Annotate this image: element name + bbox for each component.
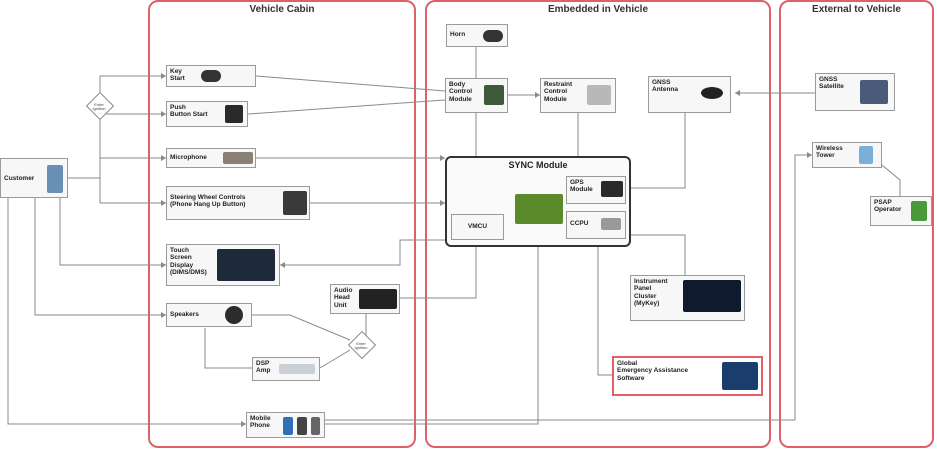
microphone-label: Microphone xyxy=(170,154,207,161)
gnss-satellite-label: GNSS Satellite xyxy=(819,76,844,91)
wireless-tower-box[interactable]: Wireless Tower xyxy=(812,142,882,168)
mobile-phone-icon-3 xyxy=(311,417,320,435)
tower-icon xyxy=(859,146,873,164)
speakers-box[interactable]: Speakers xyxy=(166,303,252,327)
instrument-panel-cluster-box[interactable]: Instrument Panel Cluster (MyKey) xyxy=(630,275,745,321)
operator-icon xyxy=(911,201,927,221)
vmcu-box[interactable]: VMCU xyxy=(451,214,504,240)
external-to-vehicle-title: External to Vehicle xyxy=(812,4,901,15)
sync-module-title: SYNC Module xyxy=(508,160,568,170)
speaker-icon xyxy=(225,306,243,324)
steering-controls-icon xyxy=(283,191,307,215)
touch-screen-display-box[interactable]: Touch Screen Display (DIMS/DMS) xyxy=(166,244,280,286)
audio-head-unit-icon xyxy=(359,289,397,309)
antenna-icon xyxy=(701,87,723,99)
microphone-box[interactable]: Microphone xyxy=(166,148,256,168)
horn-label: Horn xyxy=(450,31,466,38)
horn-box[interactable]: Horn xyxy=(446,24,508,47)
person-icon xyxy=(47,165,63,193)
audio-head-unit-box[interactable]: Audio Head Unit xyxy=(330,284,400,314)
dsp-amp-label: DSP Amp xyxy=(256,360,271,375)
ccpu-label: CCPU xyxy=(570,220,589,227)
gps-module-box[interactable]: GPS Module xyxy=(566,176,626,204)
body-control-module-label: Body Control Module xyxy=(449,81,473,103)
customer-label: Customer xyxy=(4,175,35,182)
wireless-tower-label: Wireless Tower xyxy=(816,145,843,160)
key-start-label: Key Start xyxy=(170,68,185,83)
touch-screen-icon xyxy=(217,249,275,281)
mobile-phone-icon xyxy=(283,417,293,435)
rcm-icon xyxy=(587,85,611,105)
push-button-start-box[interactable]: Push Button Start xyxy=(166,101,248,127)
push-button-start-label: Push Button Start xyxy=(170,104,208,119)
speakers-label: Speakers xyxy=(170,311,199,318)
dsp-amp-icon xyxy=(279,364,315,374)
embedded-in-vehicle-title: Embedded in Vehicle xyxy=(547,4,649,15)
touch-screen-display-label: Touch Screen Display (DIMS/DMS) xyxy=(170,247,207,277)
bcm-icon xyxy=(484,85,504,105)
microphone-icon xyxy=(223,152,253,164)
horn-icon xyxy=(483,30,503,42)
key-icon xyxy=(201,70,221,82)
gps-module-label: GPS Module xyxy=(570,179,593,194)
sync-board-icon xyxy=(515,194,563,224)
steering-wheel-controls-label: Steering Wheel Controls (Phone Hang Up B… xyxy=(170,194,246,209)
vehicle-cabin-region: Vehicle Cabin xyxy=(148,0,416,448)
key-start-box[interactable]: Key Start xyxy=(166,65,256,87)
embedded-in-vehicle-region: Embedded in Vehicle xyxy=(425,0,771,448)
steering-wheel-controls-box[interactable]: Steering Wheel Controls (Phone Hang Up B… xyxy=(166,186,310,220)
psap-operator-label: PSAP Operator xyxy=(874,199,902,214)
instrument-panel-cluster-label: Instrument Panel Cluster (MyKey) xyxy=(634,278,668,308)
body-control-module-box[interactable]: Body Control Module xyxy=(445,78,508,113)
mobile-phone-box[interactable]: Mobile Phone xyxy=(246,412,325,438)
customer-box[interactable]: Customer xyxy=(0,158,68,198)
mobile-phone-label: Mobile Phone xyxy=(250,415,271,430)
gps-icon xyxy=(601,181,623,197)
gnss-satellite-box[interactable]: GNSS Satellite xyxy=(815,73,895,111)
global-emergency-assistance-label: Global Emergency Assistance Software xyxy=(617,360,688,382)
vehicle-cabin-title: Vehicle Cabin xyxy=(249,4,315,15)
psap-operator-box[interactable]: PSAP Operator xyxy=(870,196,932,226)
gnss-antenna-box[interactable]: GNSS Antenna xyxy=(648,76,731,113)
global-emergency-assistance-box[interactable]: Global Emergency Assistance Software xyxy=(612,356,763,396)
vmcu-label: VMCU xyxy=(467,223,488,230)
external-to-vehicle-region: External to Vehicle xyxy=(779,0,934,448)
global-assist-icon xyxy=(722,362,758,390)
cluster-icon xyxy=(683,280,741,312)
audio-head-unit-label: Audio Head Unit xyxy=(334,287,353,309)
ccpu-icon xyxy=(601,218,621,230)
restraint-control-module-label: Restraint Control Module xyxy=(544,81,573,103)
gnss-antenna-label: GNSS Antenna xyxy=(652,79,678,94)
mobile-phone-icon-2 xyxy=(297,417,307,435)
ccpu-box[interactable]: CCPU xyxy=(566,211,626,239)
dsp-amp-box[interactable]: DSP Amp xyxy=(252,357,320,381)
satellite-icon xyxy=(860,80,888,104)
restraint-control-module-box[interactable]: Restraint Control Module xyxy=(540,78,616,113)
push-button-icon xyxy=(225,105,243,123)
